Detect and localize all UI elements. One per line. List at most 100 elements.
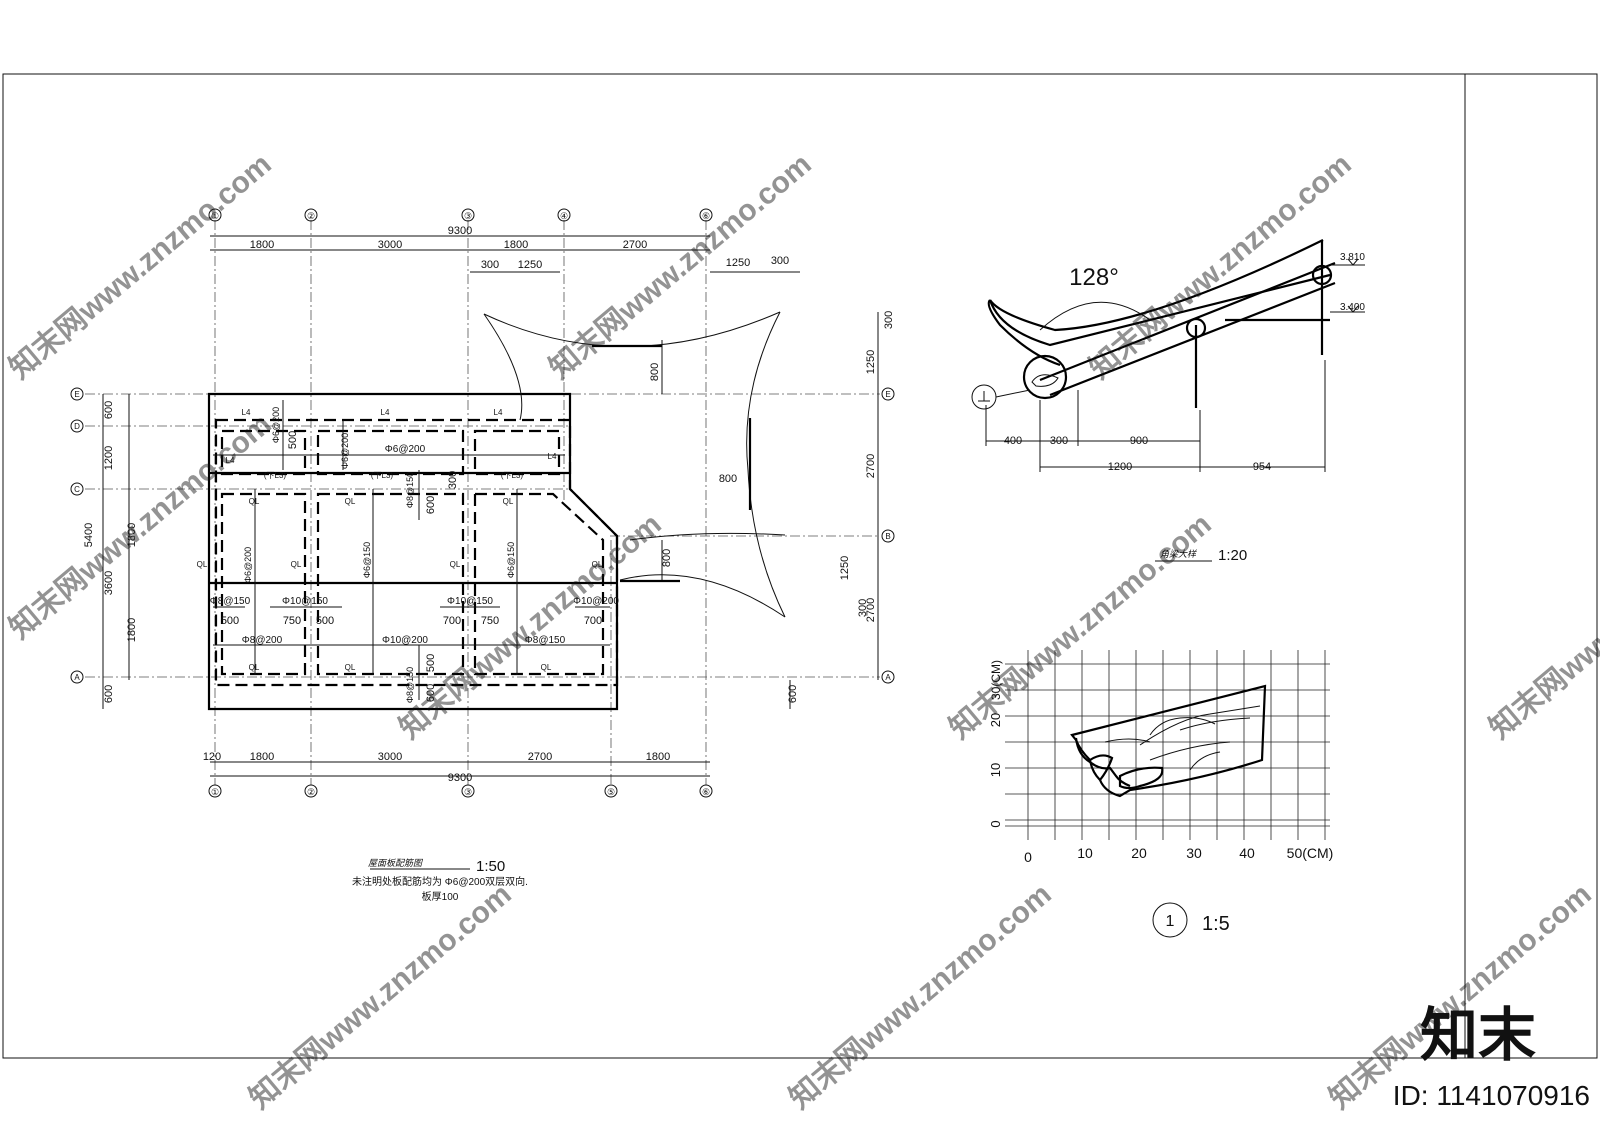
canopy-dim-4: 300 <box>771 255 789 267</box>
rebar-label: Φ8@150 <box>405 472 415 508</box>
grid-x-tick-0: 0 <box>1024 849 1032 865</box>
beam-label: QL <box>345 497 356 506</box>
rebar-dim: 750 <box>481 615 499 627</box>
beam-label: L4 <box>548 452 557 461</box>
left-dim-600-top: 600 <box>103 401 115 419</box>
axis-top-1: ① <box>211 211 219 221</box>
left-dim-3600: 3600 <box>103 571 115 595</box>
corner-dim-1200: 1200 <box>1108 461 1132 473</box>
beam-label: QL <box>541 663 552 672</box>
beam-label: (下L3) <box>371 471 394 480</box>
axis-bottom-2: ② <box>307 787 315 797</box>
drawing-frame <box>2 73 1598 1059</box>
corner-title: 角梁大样 <box>1160 549 1197 559</box>
beam-label: (下L3) <box>264 471 287 480</box>
right-dim-1250-b: 1250 <box>839 556 851 580</box>
left-axis-bubbles <box>70 387 84 684</box>
left-dim-1800-a: 1800 <box>126 523 138 547</box>
rebar-dim: 700 <box>584 615 602 627</box>
canopy-800-a: 800 <box>649 363 661 381</box>
beam-dash-outline <box>214 418 619 687</box>
right-dim-2700: 2700 <box>865 454 877 478</box>
corner-angle: 128° <box>1069 264 1119 291</box>
watermark-text: 知末网www.znzmo.com <box>1083 148 1357 386</box>
rebar-label: Φ8@200 <box>242 635 283 646</box>
rebar-label: Φ10@200 <box>573 596 619 607</box>
rebar-dim: 500 <box>287 431 299 449</box>
grid-x-tick-50: 50(CM) <box>1287 845 1334 861</box>
axis-bottom-1: ① <box>211 787 219 797</box>
beam-label: QL <box>592 560 603 569</box>
axis-top-4: ④ <box>560 211 568 221</box>
plan-title: 屋面板配筋图 <box>368 858 424 868</box>
axis-top-2: ② <box>307 211 315 221</box>
right-dim-300: 300 <box>883 311 895 329</box>
grid-y-tick-10: 10 <box>988 763 1003 777</box>
rebar-dim: 750 <box>283 615 301 627</box>
left-dim-600-bottom: 600 <box>103 685 115 703</box>
axis-left-e: E <box>74 390 79 399</box>
grid-y-unit: 30(CM) <box>989 660 1003 700</box>
rebar-label: Φ6@200 <box>340 433 350 469</box>
canopy-dim-3: 1250 <box>726 257 750 269</box>
axis-left-d: D <box>74 422 80 431</box>
axis-top-6: ⑥ <box>702 211 710 221</box>
rebar-dim: 500 <box>221 615 239 627</box>
beam-label: QL <box>249 663 260 672</box>
left-dim-1200: 1200 <box>103 446 115 470</box>
grid-y-tick-0: 0 <box>988 820 1003 827</box>
axis-right-a: A <box>885 673 891 682</box>
beam-label: QL <box>450 560 461 569</box>
detail-marker <box>1152 902 1188 938</box>
rebar-dim: 700 <box>443 615 461 627</box>
axis-right-b: B <box>885 532 890 541</box>
elevation-top: 3.810 <box>1340 252 1365 263</box>
rebar-label: Φ6@150 <box>362 542 372 578</box>
bottom-offset: 120 <box>203 751 221 763</box>
axis-left-c: C <box>74 485 80 494</box>
beam-label: L4 <box>494 408 503 417</box>
bottom-dim-2: 3000 <box>378 751 402 763</box>
watermark-text: 知末网www.znzmo.com <box>3 148 277 386</box>
canopy-dim-2: 1250 <box>518 259 542 271</box>
bottom-dim-3: 2700 <box>528 751 552 763</box>
beam-label: QL <box>345 663 356 672</box>
beam-label: QL <box>503 497 514 506</box>
bottom-dim-1: 1800 <box>250 751 274 763</box>
watermark-id: ID: 1141070916 <box>1393 1080 1590 1111</box>
beam-label: L4 <box>226 456 235 465</box>
watermark-text: 知末网www.znzmo.com <box>1483 508 1600 746</box>
top-dim-1: 1800 <box>250 239 274 251</box>
grid-x-tick-40: 40 <box>1239 845 1255 861</box>
right-dim-600: 600 <box>787 685 799 703</box>
corner-beam-detail: 128° 3.810 3.400 400 300 900 1200 954 角梁… <box>971 239 1365 564</box>
grid-y-tick-20: 20 <box>988 713 1003 727</box>
watermark-logo: 知末 <box>1420 1003 1536 1068</box>
axis-top-3: ③ <box>464 211 472 221</box>
beam-label: QL <box>291 560 302 569</box>
rebar-label: Φ6@200 <box>271 407 281 443</box>
rebar-dim: 300 <box>447 471 459 489</box>
grid-detail: 30(CM) 20 10 0 0 10 20 30 40 50(CM) 1 1:… <box>988 650 1334 938</box>
rebar-label: Φ10@150 <box>447 596 493 607</box>
grid-x-tick-20: 20 <box>1131 845 1147 861</box>
watermark-text: 知末网www.znzmo.com <box>243 878 517 1116</box>
rebar-label: Φ8@150 <box>525 635 566 646</box>
roof-plan: ① ② ③ ④ ⑥ ① ② ③ ⑤ ⑥ E D C A E B A 9300 1… <box>70 208 895 903</box>
corner-scale: 1:20 <box>1218 547 1247 564</box>
rebar-label: Φ10@200 <box>382 635 428 646</box>
corner-dim-300: 300 <box>1050 435 1068 447</box>
grid-x-tick-30: 30 <box>1186 845 1202 861</box>
rebar-label: Φ8@150 <box>210 596 251 607</box>
axis-bottom-6: ⑥ <box>702 787 710 797</box>
plan-note-2: 板厚100 <box>422 890 459 903</box>
plan-axis-lines <box>85 220 880 785</box>
top-dim-4: 2700 <box>623 239 647 251</box>
axis-left-a: A <box>74 673 80 682</box>
top-dim-2: 3000 <box>378 239 402 251</box>
rebar-label: Φ10@150 <box>282 596 328 607</box>
watermark-text: 知末网www.znzmo.com <box>783 878 1057 1116</box>
axis-bottom-5: ⑤ <box>607 787 615 797</box>
beam-label: L4 <box>381 408 390 417</box>
